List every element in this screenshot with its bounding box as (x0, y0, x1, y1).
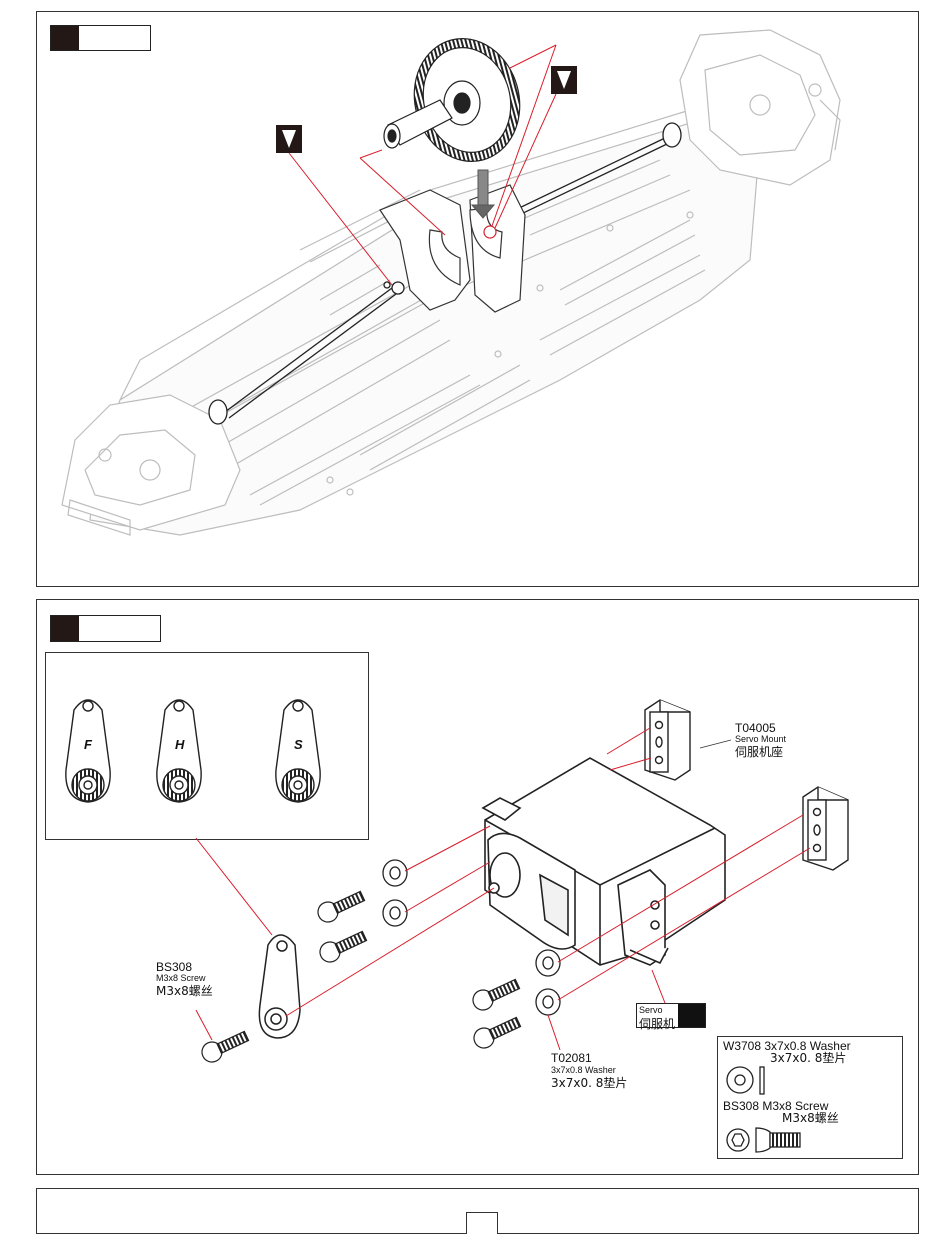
horn-letter-h: H (175, 738, 184, 752)
screw (199, 887, 523, 1065)
screw-cn: M3x8螺丝 (156, 985, 213, 998)
washer-code: T02081 (551, 1052, 592, 1065)
horn-letter-f: F (84, 738, 92, 752)
servo-mount-en: Servo Mount (735, 735, 786, 745)
spur-gear (384, 27, 533, 174)
servo-tag-cn: 伺服机 (639, 1015, 675, 1032)
servo-horn (259, 935, 300, 1038)
washer-en: 3x7x0.8 Washer (551, 1066, 616, 1076)
servo-tag-en: Servo (639, 1005, 663, 1015)
legend-washer-cn: 3x7x0. 8垫片 (770, 1052, 846, 1065)
legend-screw-cn: M3x8螺丝 (782, 1112, 839, 1125)
servo-horn-set (66, 700, 320, 802)
washer-cn: 3x7x0. 8垫片 (551, 1077, 627, 1090)
servo-mount-cn: 伺服机座 (735, 746, 783, 759)
legend-washer-icon (727, 1067, 764, 1094)
screw-en: M3x8 Screw (156, 974, 206, 984)
horn-letter-s: S (294, 738, 303, 752)
servo-tag: Servo 伺服机 (636, 1003, 706, 1028)
legend-screw-icon (727, 1128, 800, 1152)
